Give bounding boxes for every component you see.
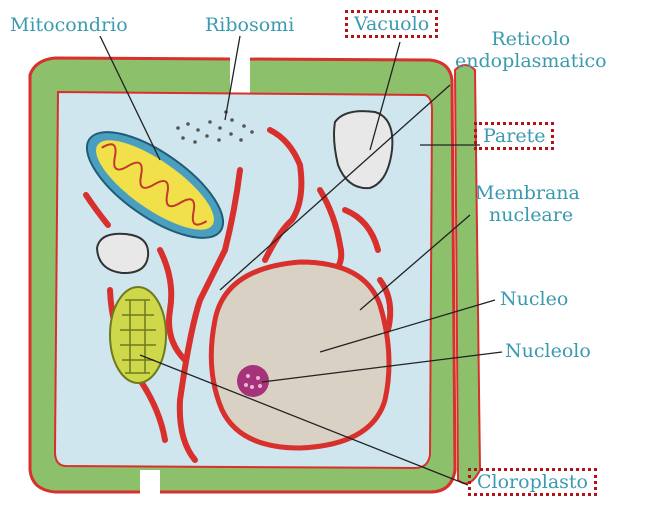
label-nucleolo: Nucleolo <box>505 340 591 362</box>
label-cloroplasto: Cloroplasto <box>468 468 597 496</box>
nucleolus <box>237 365 269 397</box>
label-reticolo-line1: Reticolo <box>455 28 607 50</box>
nucleus <box>211 262 389 448</box>
label-membrana-line1: Membrana <box>475 182 580 204</box>
label-reticolo-endoplasmatico: Reticolo endoplasmatico <box>455 28 607 72</box>
label-ribosomi: Ribosomi <box>205 14 294 36</box>
wall-gap-bottom <box>140 470 160 500</box>
small-vacuole <box>97 234 148 273</box>
label-membrana-nucleare: Membrana nucleare <box>475 182 580 226</box>
label-membrana-line2: nucleare <box>475 204 580 226</box>
label-vacuolo: Vacuolo <box>345 10 438 38</box>
label-parete: Parete <box>474 122 554 150</box>
label-nucleo: Nucleo <box>500 288 568 310</box>
label-mitocondrio: Mitocondrio <box>10 14 128 36</box>
label-reticolo-line2: endoplasmatico <box>455 50 607 72</box>
chloroplast <box>110 287 166 383</box>
